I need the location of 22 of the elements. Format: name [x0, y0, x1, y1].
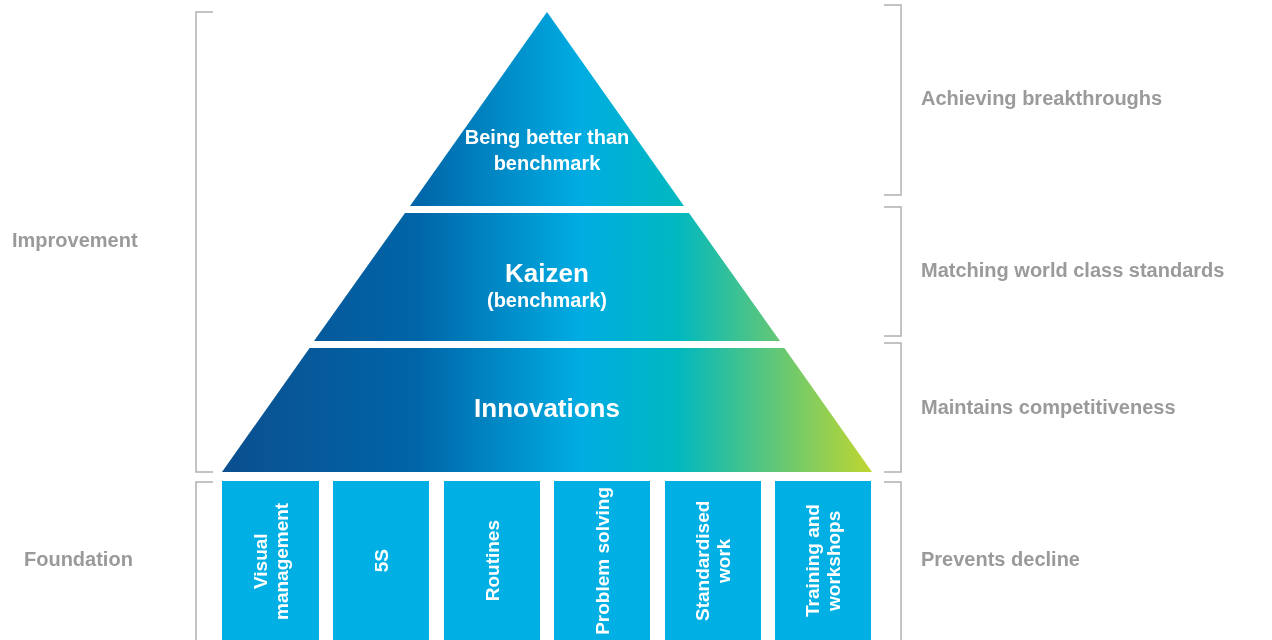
pillar-box [554, 481, 650, 640]
pillar-box [444, 481, 540, 640]
layer-title: Kaizen [505, 258, 589, 289]
pillar-label: Problem solving [591, 486, 613, 635]
pillar-box [775, 481, 871, 640]
side-label: Foundation [24, 548, 133, 571]
layer-subtitle: (benchmark) [487, 289, 607, 312]
side-label: Improvement [12, 229, 138, 252]
pillar-label: Training and workshops [802, 503, 844, 619]
pillar-label: Visual management [249, 500, 292, 622]
pillar-label: Standardised work [692, 499, 734, 623]
pillar-box [333, 481, 429, 640]
pillar-label: 5S [370, 548, 392, 573]
pillar-box [222, 481, 319, 640]
pillar-box [665, 481, 761, 640]
layer-title: Innovations [474, 393, 620, 424]
side-label: Matching world class standards [921, 259, 1225, 282]
side-label: Maintains competitiveness [921, 396, 1176, 419]
pillar-label: Routines [481, 519, 503, 602]
side-label: Achieving breakthroughs [921, 87, 1163, 110]
side-label: Prevents decline [921, 548, 1080, 571]
layer-title: Being better than benchmark [463, 125, 631, 176]
